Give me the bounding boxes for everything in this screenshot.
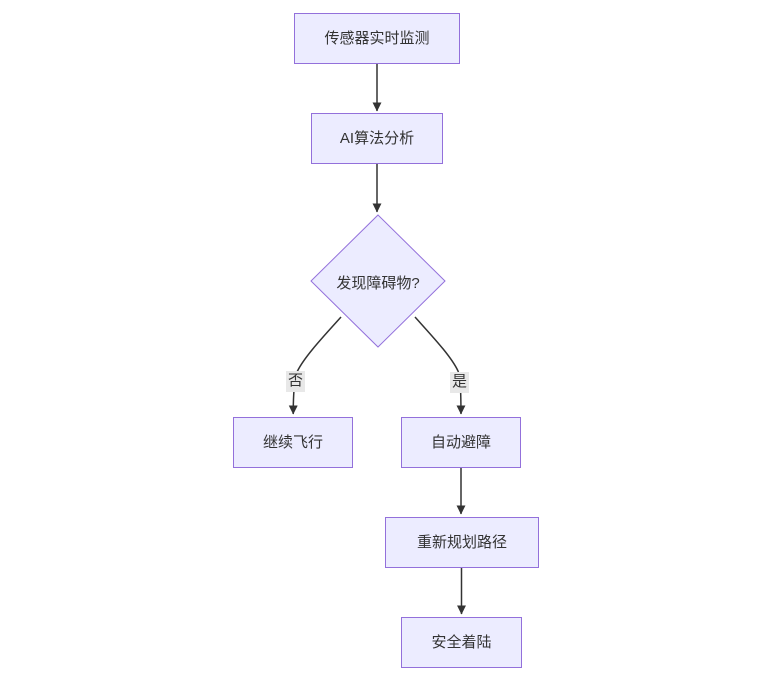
node-auto-avoidance-label: 自动避障 (430, 433, 491, 451)
node-safe-landing: 安全着陆 (401, 617, 522, 668)
decision-obstacle-label: 发现障碍物? (336, 275, 420, 292)
edge-decision-no (288, 316, 342, 415)
node-replan-path: 重新规划路径 (385, 517, 539, 568)
node-safe-landing-label: 安全着陆 (431, 633, 492, 651)
edge-label-yes: 是 (450, 372, 470, 393)
edge-decision-yes (414, 316, 466, 415)
node-ai-analysis-label: AI算法分析 (339, 129, 415, 147)
node-sensor-monitoring: 传感器实时监测 (294, 13, 460, 64)
node-auto-avoidance: 自动避障 (401, 417, 521, 468)
decision-diamond-shape (310, 214, 446, 348)
node-continue-flight: 继续飞行 (233, 417, 353, 468)
edge-label-no: 否 (286, 371, 306, 392)
node-ai-analysis: AI算法分析 (311, 113, 443, 164)
node-continue-flight-label: 继续飞行 (262, 433, 323, 451)
node-sensor-monitoring-label: 传感器实时监测 (324, 29, 430, 47)
node-replan-path-label: 重新规划路径 (416, 533, 507, 551)
